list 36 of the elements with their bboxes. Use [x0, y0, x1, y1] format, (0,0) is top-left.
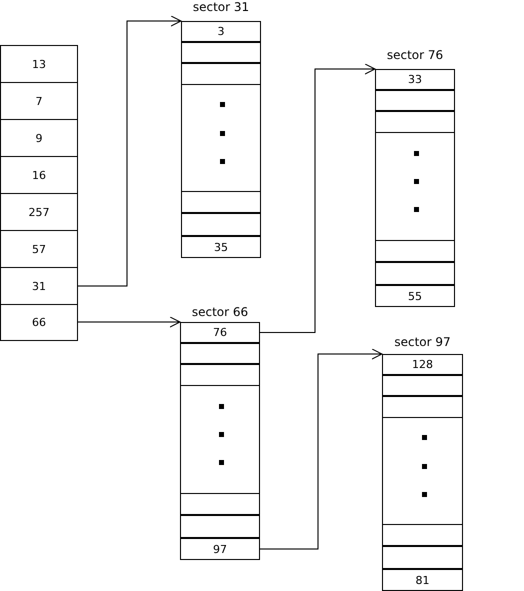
- sector-heading: sector 76: [386, 48, 444, 62]
- empty-entry: [382, 396, 463, 418]
- block-entry: 257: [0, 193, 78, 231]
- empty-entry: [180, 364, 260, 386]
- empty-entry: [181, 63, 261, 85]
- empty-entry: [382, 524, 463, 546]
- empty-entry: [375, 90, 455, 111]
- empty-entry: [181, 213, 261, 236]
- empty-entry: [382, 375, 463, 396]
- block-entry: 31: [0, 267, 78, 305]
- block-entry: 81: [382, 569, 463, 591]
- empty-entry: [180, 343, 260, 364]
- sector-heading: sector 97: [393, 335, 452, 349]
- block-entry: 9: [0, 119, 78, 157]
- sector-heading: sector 66: [190, 305, 250, 319]
- block-entry: 55: [375, 285, 455, 307]
- arrow: [78, 16, 182, 286]
- empty-entry: [181, 191, 261, 213]
- empty-entry: [375, 111, 455, 133]
- empty-entry: [382, 546, 463, 569]
- empty-entry: [180, 493, 260, 515]
- block-entry: 35: [181, 236, 261, 258]
- block-entry: 7: [0, 82, 78, 120]
- empty-entry: [180, 515, 260, 538]
- block-entry: 66: [0, 304, 78, 341]
- arrow: [260, 64, 376, 333]
- block-entry: 57: [0, 230, 78, 268]
- arrow: [260, 348, 382, 550]
- sector-heading: sector 31: [192, 0, 250, 14]
- arrow: [78, 316, 180, 328]
- block-entry: 13: [0, 45, 78, 83]
- block-entry: 16: [0, 156, 78, 194]
- empty-entry: [181, 42, 261, 63]
- empty-entry: [375, 262, 455, 285]
- block-entry: 97: [180, 538, 260, 560]
- empty-entry: [375, 240, 455, 262]
